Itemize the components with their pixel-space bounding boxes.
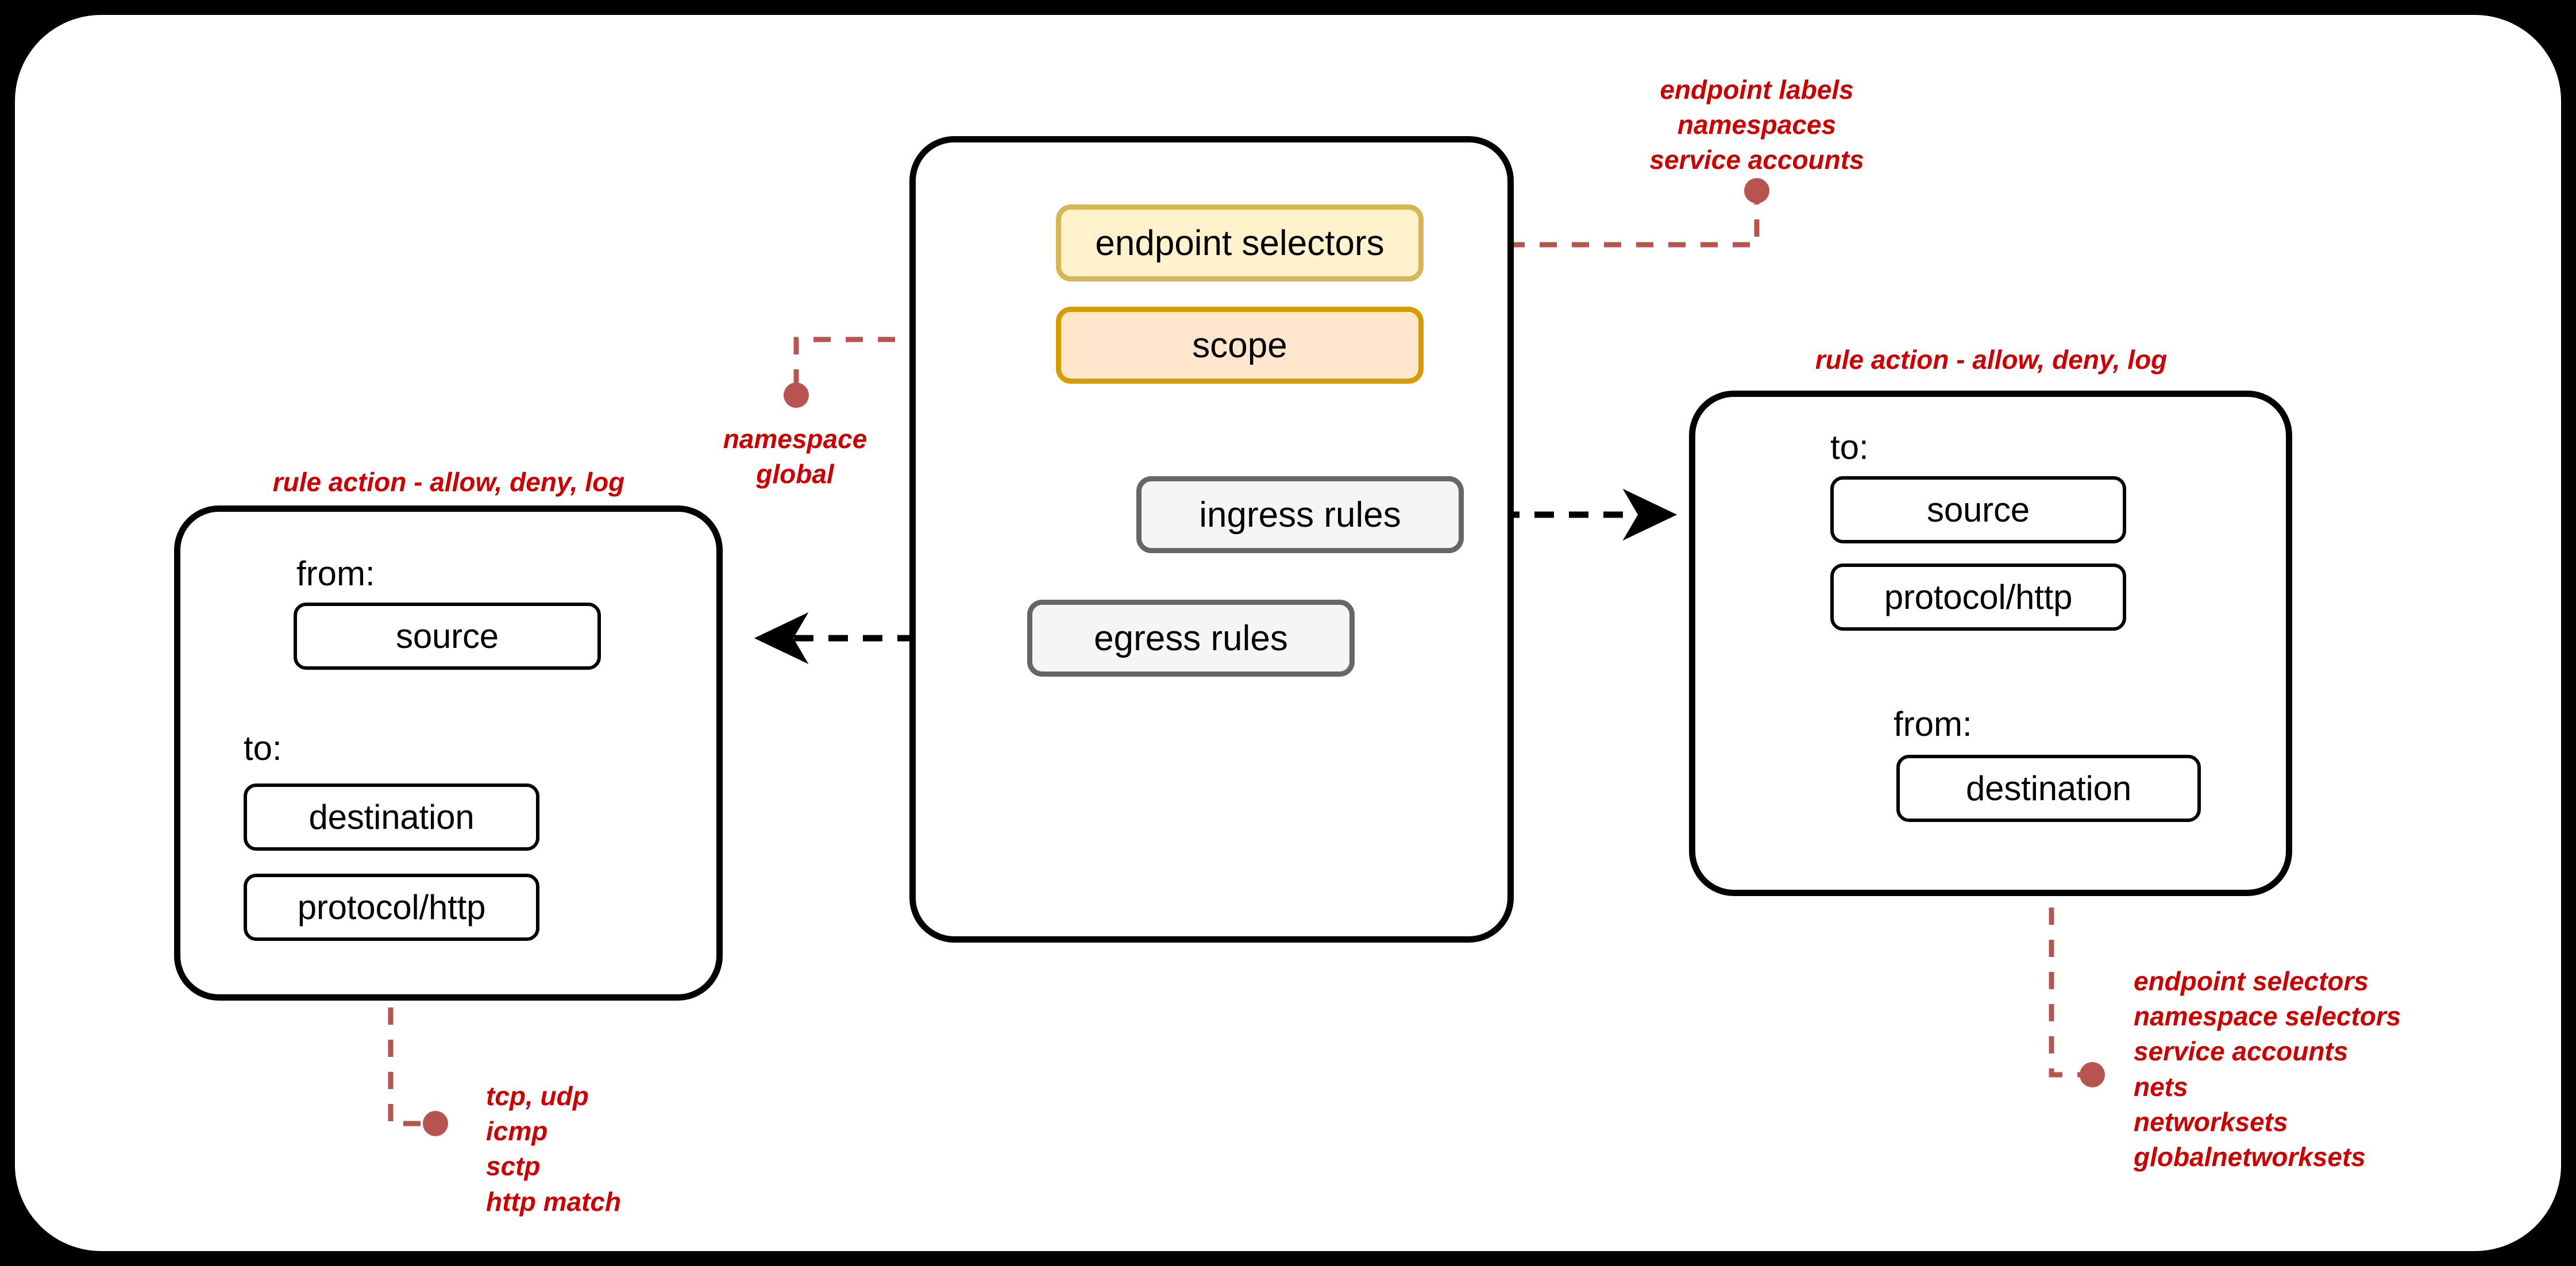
ingress-rules-box[interactable]: ingress rules bbox=[1136, 476, 1464, 553]
annotation-right-rule-action: rule action - allow, deny, log bbox=[1815, 345, 2168, 375]
left-source-box[interactable]: source bbox=[294, 603, 601, 670]
right-from-label: from: bbox=[1894, 705, 1972, 743]
egress-rules-box[interactable]: egress rules bbox=[1027, 600, 1355, 677]
right-to-label: to: bbox=[1830, 428, 1869, 466]
left-from-label: from: bbox=[296, 554, 375, 593]
annotation-endpoint-selectors: endpoint labels namespaces service accou… bbox=[1649, 75, 1864, 175]
right-protocol-box[interactable]: protocol/http bbox=[1830, 563, 2126, 631]
endpoint-selectors-box[interactable]: endpoint selectors bbox=[1056, 204, 1424, 281]
diagram-canvas: endpoint selectors scope ingress rules e… bbox=[15, 15, 2561, 1251]
left-destination-box[interactable]: destination bbox=[244, 783, 539, 851]
left-to-label: to: bbox=[244, 729, 282, 767]
left-protocol-box[interactable]: protocol/http bbox=[244, 874, 539, 941]
annotation-protocol-options: tcp, udp icmp sctp http match bbox=[486, 1081, 622, 1217]
right-source-box[interactable]: source bbox=[1830, 476, 2126, 543]
right-destination-box[interactable]: destination bbox=[1896, 755, 2201, 822]
annotation-scope: namespace global bbox=[723, 424, 867, 489]
scope-box[interactable]: scope bbox=[1056, 307, 1424, 384]
annotation-destination-sources: endpoint selectors namespace selectors s… bbox=[2134, 966, 2401, 1172]
annotation-left-rule-action: rule action - allow, deny, log bbox=[272, 467, 625, 497]
